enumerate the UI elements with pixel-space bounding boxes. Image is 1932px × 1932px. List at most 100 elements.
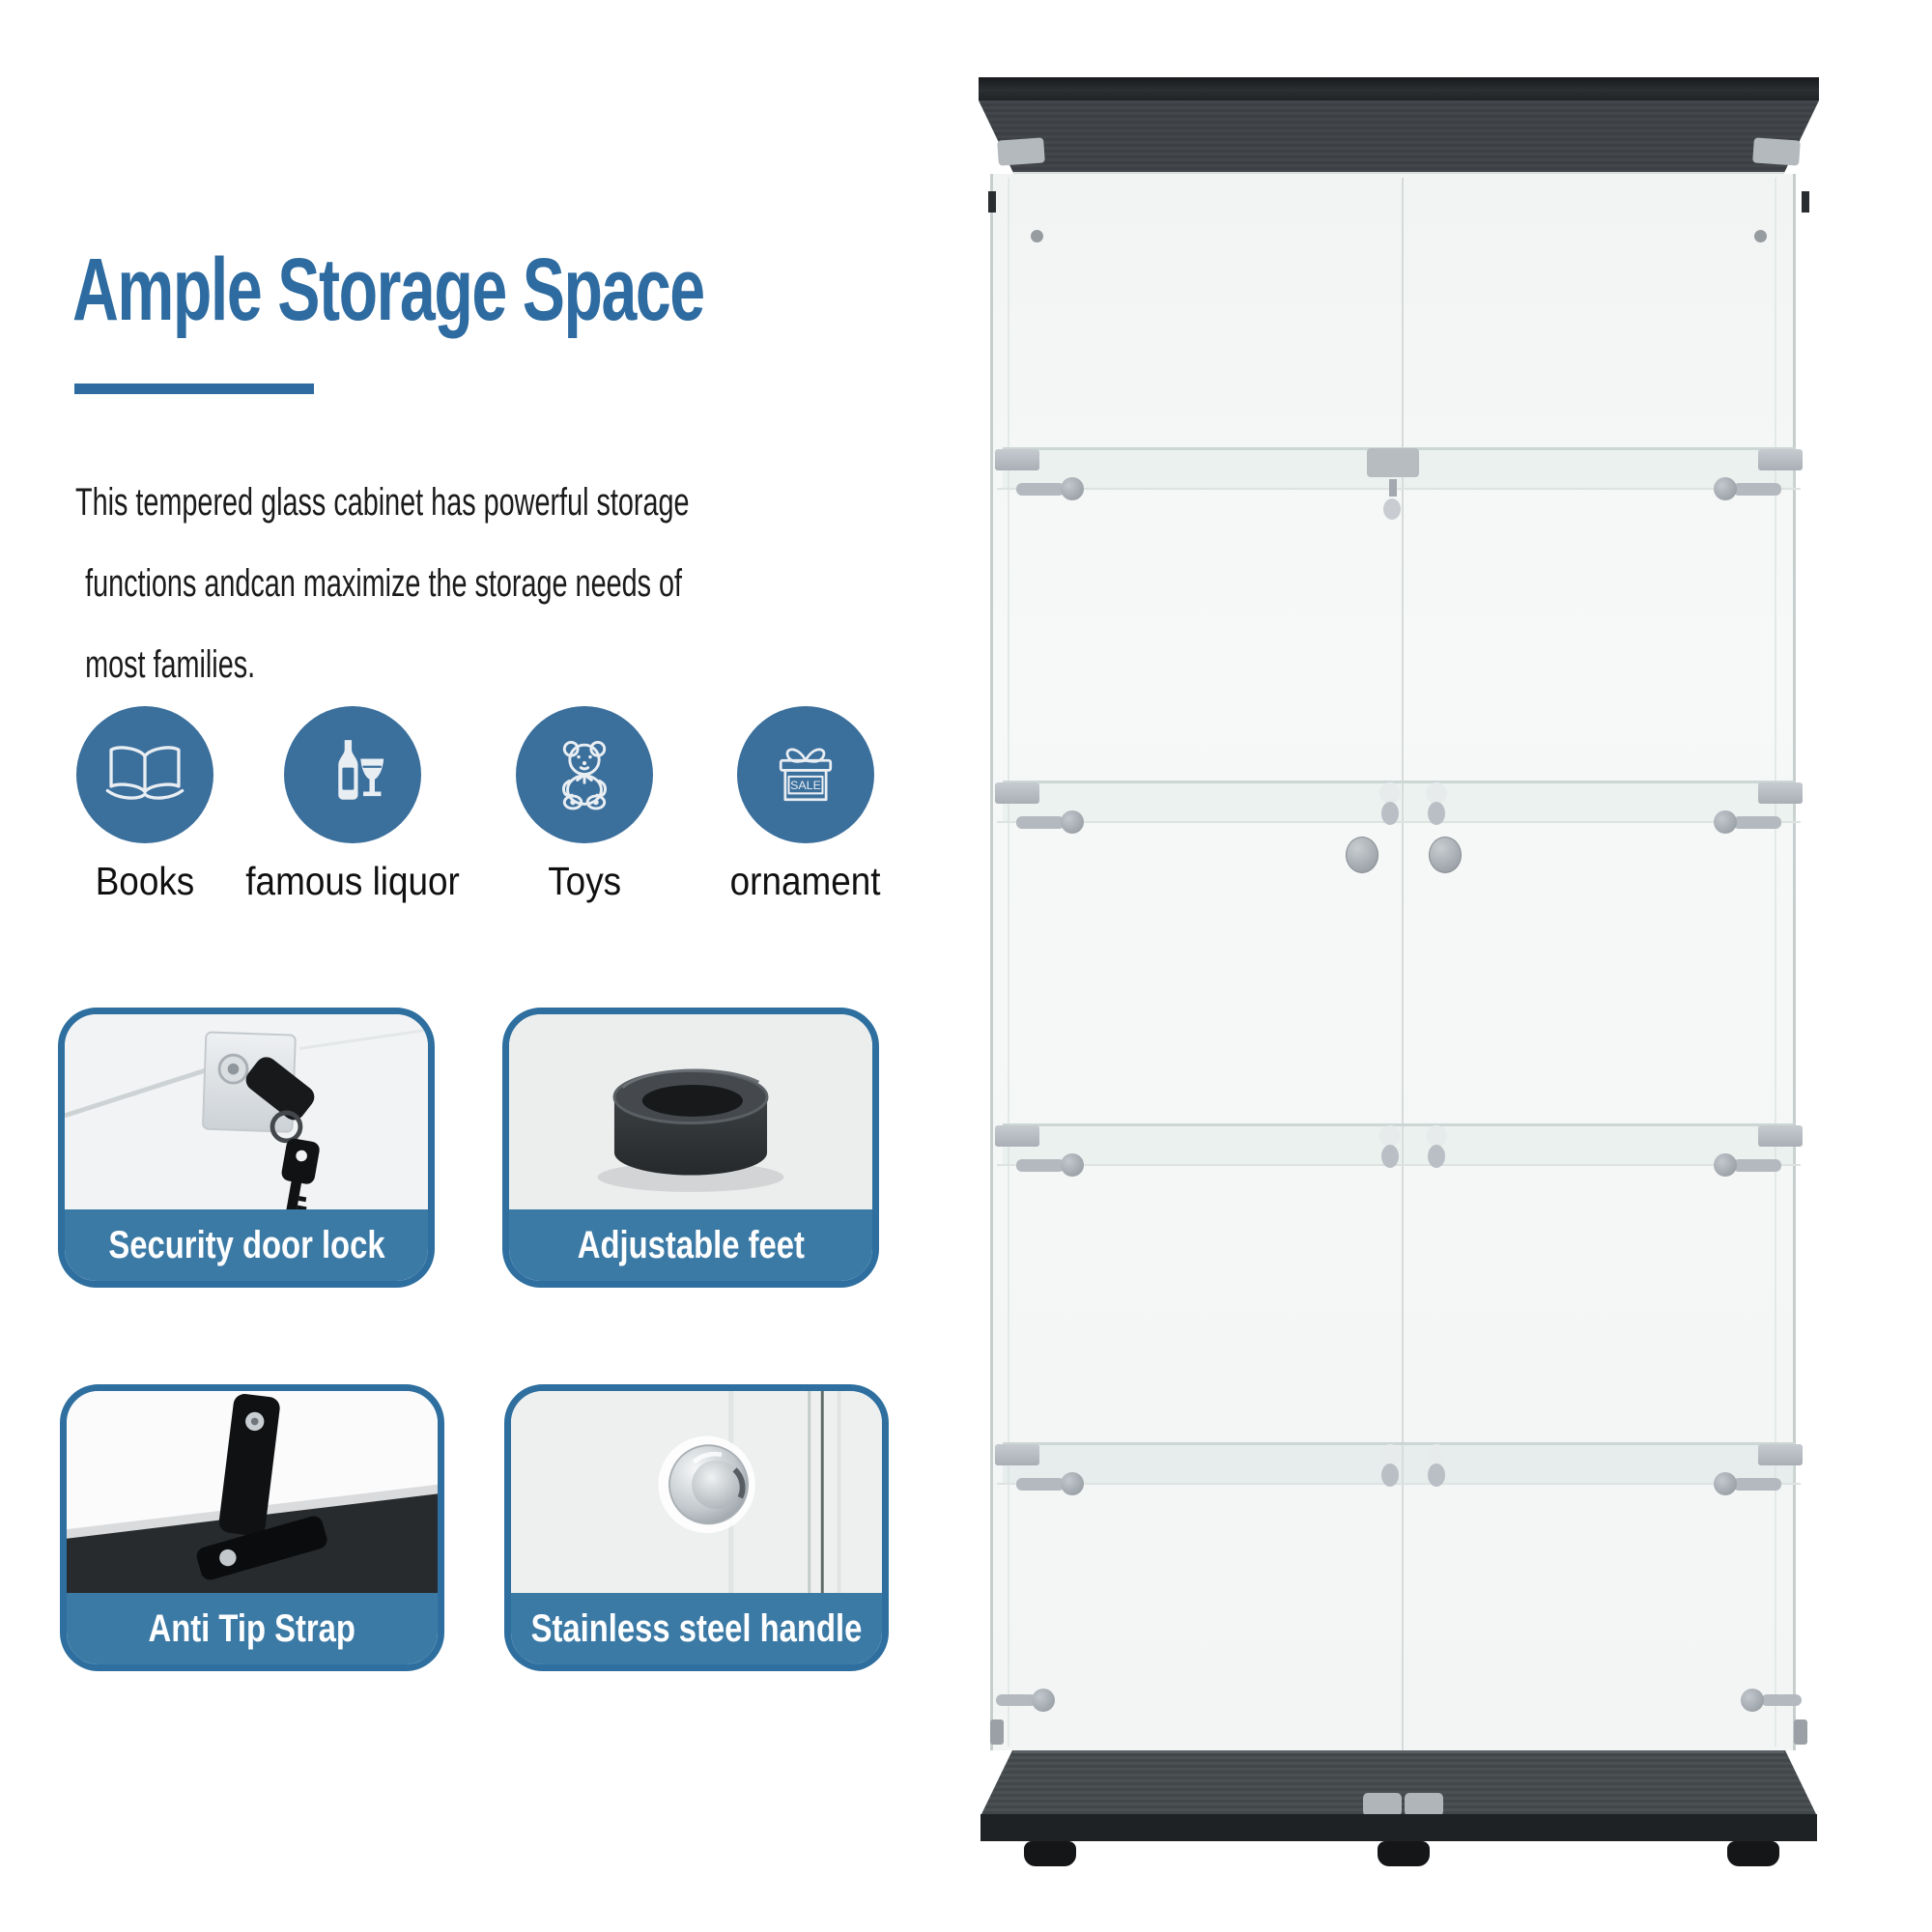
cabinet-glass-doors <box>990 174 1796 1750</box>
hinge-arm <box>1733 1159 1781 1172</box>
description-line: most families. <box>85 643 256 686</box>
cabinet-right-inner-glass-line <box>1775 178 1776 1747</box>
glass-display-cabinet-photo <box>979 77 1819 1870</box>
feature-label: Stainless steel handle <box>530 1606 863 1650</box>
cabinet-left-glass-edge <box>990 174 993 1750</box>
door-pin <box>1381 1463 1399 1487</box>
use-case-label: Toys <box>548 859 621 903</box>
gift-box-icon: SALE <box>779 748 833 802</box>
use-case-label: famous liquor <box>245 859 460 903</box>
cabinet-left-inner-glass-line <box>1008 178 1009 1747</box>
use-case-books: Books <box>50 706 240 904</box>
use-case-label: Books <box>95 859 195 903</box>
door-pin-halo <box>1379 782 1401 804</box>
door-catch-pin <box>1383 498 1401 520</box>
glass-shelf <box>995 1123 1803 1183</box>
door-handle-left[interactable] <box>1346 837 1378 873</box>
lock-with-keys-illustration <box>65 1014 428 1209</box>
side-clip <box>988 191 996 213</box>
hinge-knuckle <box>1714 810 1737 834</box>
door-handle-right[interactable] <box>1429 837 1462 873</box>
hinge-bracket <box>995 782 1039 804</box>
door-pin-halo <box>1426 1444 1447 1465</box>
liquor-circle <box>284 706 421 843</box>
bottom-door-catch <box>1405 1793 1443 1816</box>
cabinet-right-glass-edge <box>1793 174 1796 1750</box>
hinge-knuckle <box>1714 1153 1737 1177</box>
hinge-bracket <box>995 1125 1039 1147</box>
feature-label: Adjustable feet <box>577 1223 805 1266</box>
feature-banner: Stainless steel handle <box>511 1593 882 1664</box>
door-pin-halo <box>1426 1125 1447 1147</box>
door-pin-halo <box>1426 782 1447 804</box>
feature-card-anti-tip-strap: Anti Tip Strap <box>60 1384 444 1671</box>
use-case-label: ornament <box>730 859 881 903</box>
door-pin <box>1381 802 1399 825</box>
door-catch-pin <box>1389 479 1397 497</box>
cabinet-base-edge <box>1013 1750 1784 1753</box>
hinge-arm <box>996 1694 1037 1706</box>
shelf-front-edge <box>997 1483 1801 1485</box>
cabinet-plinth <box>980 1814 1817 1841</box>
teddy-bear-icon <box>562 740 607 810</box>
hinge-arm <box>1016 816 1065 829</box>
door-pin-halo <box>1379 1444 1401 1465</box>
glass-shelf <box>995 1442 1803 1502</box>
toys-circle <box>516 706 653 843</box>
adjustable-foot-illustration <box>509 1014 872 1209</box>
top-hinge-bracket <box>997 137 1045 166</box>
hinge-screw <box>1031 230 1043 242</box>
door-pin <box>1428 1145 1445 1168</box>
hinge-arm <box>1733 1478 1781 1491</box>
title-underline <box>74 384 314 394</box>
hinge-arm <box>1016 1478 1065 1491</box>
use-case-famous-liquor: famous liquor <box>227 706 478 904</box>
feature-banner: Anti Tip Strap <box>67 1593 438 1664</box>
product-description: This tempered glass cabinet has powerful… <box>75 462 690 705</box>
hinge-arm <box>1761 1694 1802 1706</box>
top-hinge-bracket <box>1752 137 1801 166</box>
steel-knob-photo <box>511 1391 882 1593</box>
description-line: This tempered glass cabinet has powerful… <box>75 481 690 524</box>
bottom-door-catch <box>1363 1793 1402 1816</box>
description-line: functions andcan maximize the storage ne… <box>85 562 683 605</box>
door-pin <box>1381 1145 1399 1168</box>
bottom-hinge-bracket <box>1794 1719 1807 1745</box>
feature-card-security-door-lock: Security door lock <box>58 1008 435 1288</box>
shelf-back-edge <box>1003 781 1795 783</box>
door-pin <box>1428 1463 1445 1487</box>
hinge-bracket <box>1758 449 1803 470</box>
hinge-knuckle <box>1061 1472 1084 1495</box>
anti-tip-strap-photo <box>67 1391 438 1593</box>
hinge-bracket <box>1758 782 1803 804</box>
shelf-back-edge <box>1003 1442 1795 1445</box>
feature-card-adjustable-feet: Adjustable feet <box>502 1008 879 1288</box>
books-circle <box>76 706 213 843</box>
cabinet-foot <box>1727 1841 1779 1866</box>
lock-with-keys-photo <box>65 1014 428 1209</box>
hinge-bracket <box>995 1444 1039 1465</box>
hinge-bracket <box>995 449 1039 470</box>
ornament-circle: SALE <box>737 706 874 843</box>
glass-shelf <box>995 781 1803 840</box>
sale-badge-text: SALE <box>790 779 821 792</box>
anti-tip-strap-illustration <box>67 1391 438 1593</box>
hinge-knuckle <box>1061 1153 1084 1177</box>
hinge-arm <box>1733 816 1781 829</box>
feature-banner: Adjustable feet <box>509 1209 872 1281</box>
cabinet-foot <box>1024 1841 1076 1866</box>
door-pin <box>1428 802 1445 825</box>
bottle-and-wine-glass-icon <box>338 740 384 800</box>
shelf-front-edge <box>997 1164 1801 1166</box>
hinge-arm <box>1016 1159 1065 1172</box>
hinge-knuckle <box>1714 477 1737 500</box>
feature-label: Anti Tip Strap <box>148 1606 356 1650</box>
door-pin-halo <box>1379 1125 1401 1147</box>
use-case-toys: Toys <box>488 706 681 904</box>
bottom-hinge-bracket <box>990 1719 1004 1745</box>
shelf-front-edge <box>997 488 1801 490</box>
feature-label: Security door lock <box>107 1223 385 1266</box>
hinge-bracket <box>1758 1444 1803 1465</box>
hinge-knuckle <box>1032 1689 1055 1712</box>
